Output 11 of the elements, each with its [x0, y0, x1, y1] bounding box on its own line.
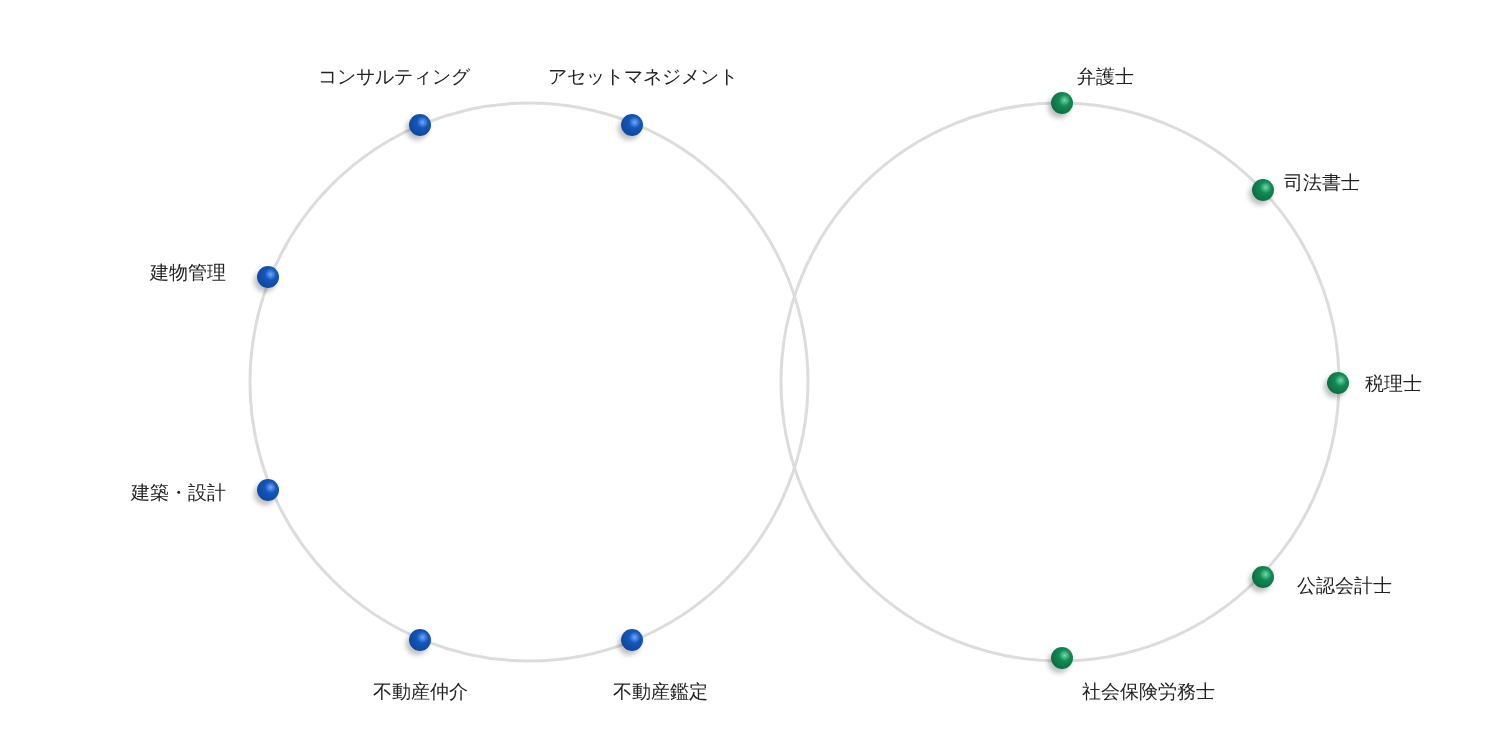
service-label: 税理士 — [1365, 372, 1422, 394]
service-label: 司法書士 — [1284, 171, 1360, 193]
service-label: 弁護士 — [1076, 65, 1134, 87]
service-label: アセットマネジメント — [548, 65, 738, 87]
service-label: 不動産鑑定 — [612, 680, 708, 702]
service-label: コンサルティング — [318, 65, 470, 87]
service-label: 建築・設計 — [131, 481, 226, 503]
service-label: 公認会計士 — [1297, 574, 1392, 596]
service-label: 社会保険労務士 — [1081, 680, 1215, 702]
service-label: 不動産仲介 — [372, 680, 468, 702]
service-label: 建物管理 — [150, 261, 226, 283]
